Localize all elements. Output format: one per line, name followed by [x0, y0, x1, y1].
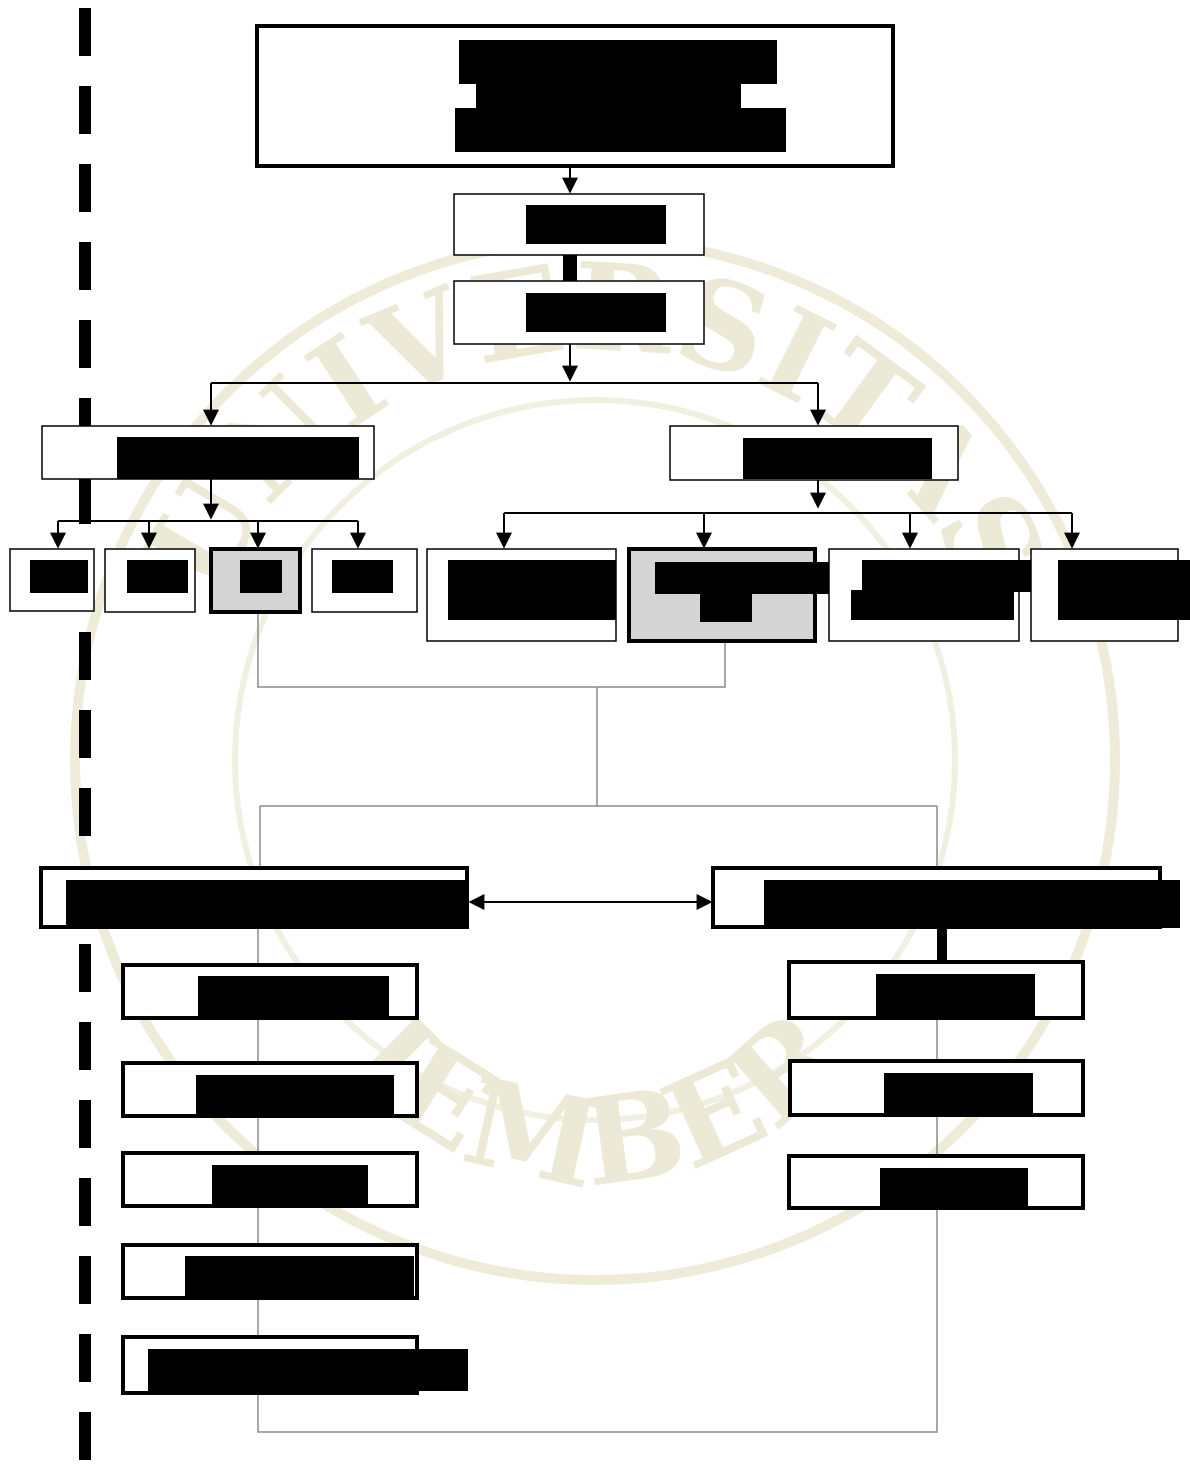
node-root [255, 24, 895, 168]
redacted-text [185, 1256, 414, 1298]
redacted-text [876, 974, 1035, 1016]
node-branch-right [669, 425, 959, 481]
node-group-left-item-5 [121, 1335, 468, 1395]
redacted-text [455, 108, 786, 152]
redacted-text [880, 1168, 1028, 1208]
redacted-text [764, 880, 1180, 928]
node-right-child-1 [426, 548, 617, 642]
node-group-right [711, 866, 1180, 929]
node-level-2 [453, 193, 705, 256]
node-group-left-item-4 [121, 1243, 419, 1300]
redacted-text [655, 562, 838, 594]
node-right-child-3 [828, 548, 1036, 642]
node-group-left-item-2 [121, 1061, 419, 1118]
redacted-text [884, 1073, 1033, 1115]
node-right-child-2 [627, 547, 838, 643]
redacted-text [198, 976, 389, 1018]
node-group-right-item-2 [788, 1059, 1085, 1117]
node-left-child-4 [311, 548, 418, 613]
node-group-right-item-3 [787, 1154, 1085, 1210]
thin-connectors [257, 612, 938, 1433]
redacted-text [332, 560, 393, 593]
redacted-text [851, 590, 1014, 620]
node-left-child-3 [209, 547, 302, 614]
watermark-seal: UNIVERSITAS JEMBER [70, 235, 1120, 1285]
redacted-text [240, 560, 282, 593]
node-group-left-item-3 [121, 1151, 419, 1208]
redacted-text [117, 437, 359, 479]
redacted-text [1058, 560, 1190, 620]
connector-bar [563, 255, 577, 281]
redacted-text [66, 880, 466, 928]
node-left-child-1 [9, 548, 95, 612]
node-group-right-item-1 [787, 960, 1085, 1020]
redacted-text [127, 560, 188, 593]
node-branch-left [41, 425, 375, 480]
node-right-child-4 [1030, 548, 1190, 642]
redacted-text [148, 1349, 468, 1391]
arrow-connectors [50, 167, 1080, 910]
redacted-text [700, 592, 752, 622]
redacted-text [862, 560, 1036, 592]
redacted-text [526, 205, 666, 244]
redacted-text [448, 560, 616, 620]
redacted-text [743, 438, 932, 479]
redacted-text [196, 1075, 394, 1116]
redacted-text [476, 82, 741, 112]
redacted-text [526, 293, 666, 332]
redacted-text [30, 560, 88, 593]
node-left-child-2 [104, 548, 196, 613]
connector-bar [937, 927, 947, 962]
redacted-text [212, 1165, 368, 1206]
node-group-left-item-1 [121, 963, 419, 1020]
node-group-left [39, 866, 469, 929]
node-level-3 [453, 280, 705, 345]
redacted-text [459, 40, 777, 84]
